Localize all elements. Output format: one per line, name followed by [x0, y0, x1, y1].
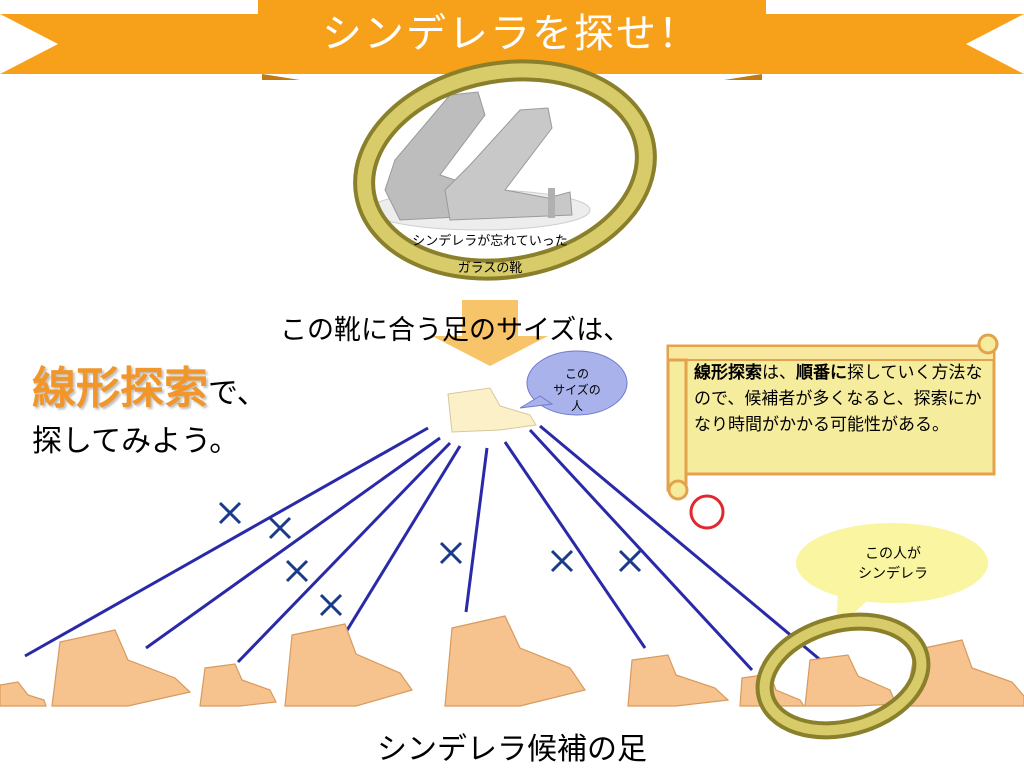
bubble-cinderella-line2: シンデレラ: [858, 566, 928, 582]
speech-bubble-size: [519, 350, 628, 416]
instruction-suffix: で、: [208, 376, 267, 411]
connection-lines: [24, 424, 831, 672]
scroll-keyword-2: 順番に: [796, 363, 847, 383]
shoe-caption-line1: シンデレラが忘れていった: [412, 234, 568, 249]
cross-mark: [439, 541, 463, 565]
instruction-line2: 探してみよう。: [32, 424, 240, 459]
cross-mark: [268, 516, 292, 540]
bubble-cinderella-text: この人が シンデレラ: [800, 544, 986, 584]
cross-mark: [218, 501, 242, 525]
target-foot: [447, 387, 537, 433]
question-text: この靴に合う足のサイズは、: [280, 315, 631, 346]
bubble-size-line3: 人: [570, 399, 583, 413]
candidates-label: シンデレラ候補の足: [377, 732, 647, 767]
instruction-text: 線形探索で、 探してみよう。: [32, 365, 267, 466]
keyword-linear-search: 線形探索: [32, 363, 208, 414]
title-banner: [0, 0, 1024, 80]
cross-mark: [319, 593, 343, 617]
bubble-size-text: この サイズの 人: [530, 366, 624, 414]
scroll-note: [666, 333, 999, 501]
cross-marks: [218, 501, 642, 617]
gold-ring-top: [353, 59, 657, 281]
cross-mark: [550, 549, 574, 573]
bubble-size-line1: この: [564, 367, 589, 381]
bubble-size-line2: サイズの: [553, 383, 601, 397]
scroll-keyword-1: 線形探索: [694, 363, 762, 383]
bubble-cinderella-line1: この人が: [865, 546, 921, 562]
scroll-text: 線形探索は、順番に探していく方法なので、候補者が多くなると、探索にかなり時間がか…: [694, 360, 986, 438]
circle-mark: [689, 494, 725, 530]
cross-mark: [618, 549, 642, 573]
glass-shoe-image: [369, 91, 591, 231]
gold-ring-bottom: [755, 612, 931, 740]
scroll-part2: 探していく方法なので、候補者が多くなると、探索にかなり時間がかかる可能性がある。: [694, 363, 983, 435]
shoe-caption: シンデレラが忘れていった ガラスの靴: [370, 228, 610, 282]
scroll-part1: は、: [762, 363, 796, 383]
down-arrow: [432, 300, 548, 366]
shoe-caption-line2: ガラスの靴: [457, 261, 523, 276]
slide-title: シンデレラを探せ！: [322, 11, 700, 57]
cross-mark: [285, 559, 309, 583]
